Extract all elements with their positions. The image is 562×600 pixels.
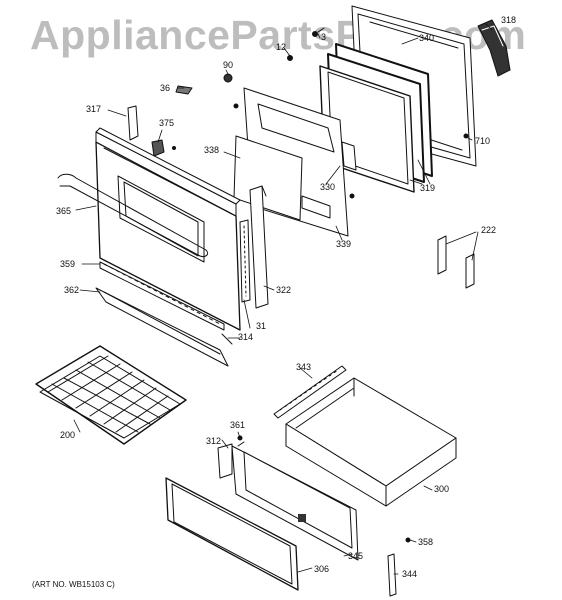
nut-90	[223, 73, 233, 83]
callout-312: 312	[206, 436, 222, 446]
callout-344: 344	[402, 569, 418, 579]
callout-345: 345	[348, 551, 364, 561]
door-frame-319	[319, 43, 433, 193]
drawer-front-306	[165, 477, 299, 591]
callout-317: 317	[86, 104, 102, 114]
callout-358: 358	[418, 537, 434, 547]
callout-339: 339	[336, 239, 352, 249]
callout-12: 12	[276, 42, 287, 52]
clip-36	[175, 85, 193, 95]
callout-361: 361	[230, 420, 246, 430]
callout-710: 710	[475, 136, 491, 146]
callout-338: 338	[204, 145, 220, 155]
callout-36: 36	[160, 83, 171, 93]
handle-bracket-318	[477, 19, 511, 77]
callout-31: 31	[256, 321, 267, 331]
callout-343: 343	[296, 362, 312, 372]
side-bar-322	[249, 185, 269, 309]
art-number: (ART NO. WB15103 C)	[32, 580, 115, 589]
callout-3: 3	[321, 32, 327, 42]
hinge-arm-317	[127, 105, 139, 141]
callout-330: 330	[320, 182, 336, 192]
callout-340: 340	[419, 33, 435, 43]
part-314	[221, 333, 233, 345]
leader-lines	[73, 23, 493, 575]
callout-318: 318	[501, 15, 517, 25]
clip-358	[405, 537, 411, 543]
callout-365: 365	[56, 206, 72, 216]
strip-344	[387, 553, 397, 597]
hinges-222	[437, 235, 475, 289]
callout-222: 222	[481, 225, 497, 235]
bracket-330	[341, 141, 357, 199]
drawer-liner-345	[231, 445, 359, 561]
callout-362: 362	[64, 285, 80, 295]
storage-drawer-300	[285, 377, 457, 507]
side-bracket-312	[217, 443, 233, 479]
callout-90: 90	[223, 60, 234, 70]
hinge-375	[151, 139, 176, 157]
screws-12-3	[287, 27, 325, 61]
oven-rack-200	[35, 345, 187, 445]
callout-375: 375	[159, 118, 175, 128]
callout-359: 359	[60, 259, 76, 269]
bottom-strip-359	[99, 261, 225, 331]
callout-300: 300	[434, 484, 450, 494]
drawer-slide-343	[273, 365, 347, 419]
callout-314: 314	[238, 332, 254, 342]
callout-306: 306	[314, 564, 330, 574]
vent-trim-362	[95, 287, 229, 367]
hinge-31	[239, 219, 251, 303]
callout-322: 322	[276, 285, 292, 295]
oven-door-365	[57, 127, 241, 331]
callout-200: 200	[60, 430, 76, 440]
bracket-710	[463, 133, 469, 139]
callout-319: 319	[420, 183, 436, 193]
screw-361	[237, 435, 245, 447]
